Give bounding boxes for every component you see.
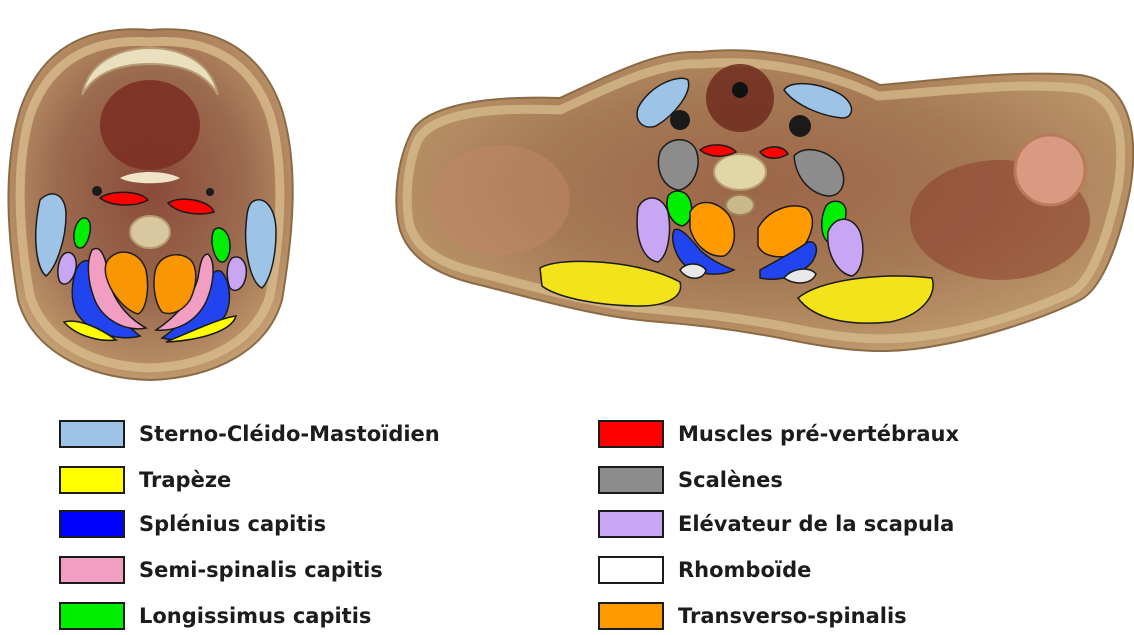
- legend-label: Trapèze: [139, 468, 231, 492]
- vertebra-body: [714, 154, 766, 190]
- legend-item-semispinalis: Semi-spinalis capitis: [59, 552, 383, 588]
- vessel-dark: [206, 188, 214, 196]
- vertebra-body: [130, 216, 170, 248]
- legend-item-levator-scapulae: Elévateur de la scapula: [598, 506, 954, 542]
- legend-item-transversospinalis: Transverso-spinalis: [598, 598, 907, 634]
- legend-item-scalenes: Scalènes: [598, 462, 783, 498]
- vessel-dark: [789, 115, 811, 137]
- legend-label: Longissimus capitis: [139, 604, 371, 628]
- muscle-levator-right: [227, 257, 246, 290]
- legend-swatch: [598, 556, 664, 584]
- vessel-dark: [92, 186, 102, 196]
- tongue: [100, 80, 200, 170]
- legend-item-rhomboid: Rhomboïde: [598, 552, 811, 588]
- legend-swatch: [59, 602, 125, 630]
- muscle-prevertebral-right: [760, 147, 788, 158]
- legend-item-splenius: Splénius capitis: [59, 506, 326, 542]
- legend-swatch: [59, 420, 125, 448]
- legend-item-trapezius: Trapèze: [59, 462, 231, 498]
- legend-swatch: [598, 420, 664, 448]
- legend-label: Transverso-spinalis: [678, 604, 907, 628]
- legend-label: Rhomboïde: [678, 558, 811, 582]
- legend-label: Muscles pré-vertébraux: [678, 422, 959, 446]
- legend-label: Splénius capitis: [139, 512, 326, 536]
- legend-swatch: [59, 556, 125, 584]
- legend-label: Elévateur de la scapula: [678, 512, 954, 536]
- section-upper-neck: [8, 29, 292, 380]
- section-lower-neck: [396, 50, 1133, 351]
- legend-swatch: [59, 510, 125, 538]
- anatomy-cross-sections: [0, 0, 1134, 400]
- legend-item-prevertebral: Muscles pré-vertébraux: [598, 416, 959, 452]
- legend-swatch: [598, 510, 664, 538]
- spinal-canal: [726, 195, 754, 215]
- legend-swatch: [59, 466, 125, 494]
- trachea-lumen: [732, 82, 748, 98]
- legend-label: Semi-spinalis capitis: [139, 558, 383, 582]
- legend: Sterno-Cléido-Mastoïdien Trapèze Spléniu…: [0, 400, 1134, 635]
- legend-swatch: [598, 466, 664, 494]
- humeral-head: [1015, 135, 1085, 205]
- legend-swatch: [598, 602, 664, 630]
- legend-item-longissimus: Longissimus capitis: [59, 598, 371, 634]
- shoulder-tissue-left: [430, 145, 570, 255]
- legend-label: Scalènes: [678, 468, 783, 492]
- legend-label: Sterno-Cléido-Mastoïdien: [139, 422, 440, 446]
- legend-item-sternocleidomastoid: Sterno-Cléido-Mastoïdien: [59, 416, 440, 452]
